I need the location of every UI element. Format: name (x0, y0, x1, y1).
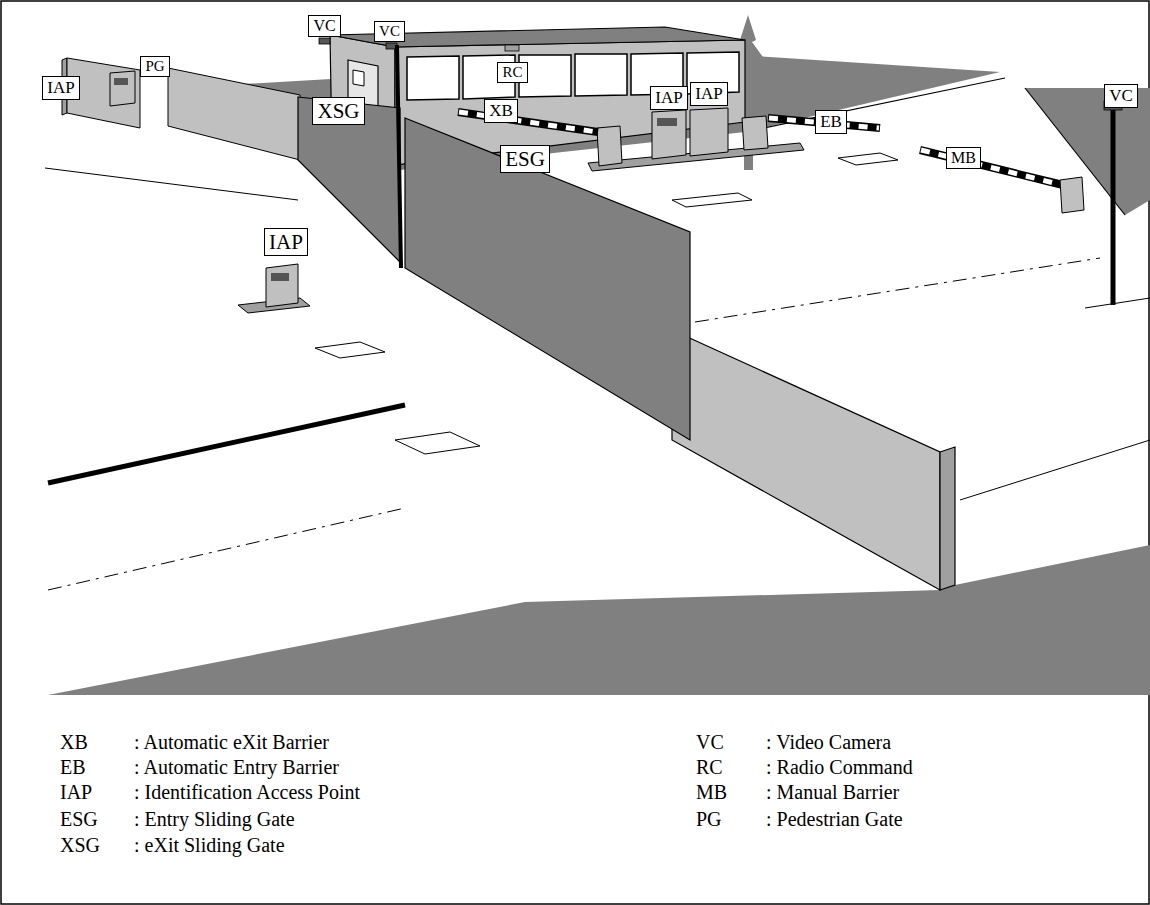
callout-box: IAP (650, 86, 688, 110)
camera-pole (397, 45, 401, 268)
front-ground (48, 545, 1150, 695)
callout-box: VC (374, 21, 405, 42)
callout-box: IAP (264, 228, 308, 256)
barrier-housing (597, 126, 622, 166)
key-abbreviation: RC (696, 756, 723, 779)
callout-box: MB (946, 147, 981, 169)
callout-box: PG (140, 56, 170, 77)
barrier-arm (920, 150, 1063, 185)
wall (672, 330, 940, 590)
callout-label: VC (313, 17, 336, 35)
barrier-arm (459, 112, 597, 132)
key-description: : Pedestrian Gate (766, 808, 903, 831)
callout-box: ESG (500, 145, 550, 173)
radio-antenna (505, 45, 519, 51)
callout-label: ESG (505, 147, 545, 171)
callout-label: IAP (269, 230, 303, 254)
window (407, 56, 459, 100)
key-description: : Video Camera (766, 731, 891, 754)
key-abbreviation: PG (696, 808, 722, 831)
barrier-housing (742, 116, 768, 150)
curb (1085, 298, 1150, 308)
barrier-arm (458, 112, 598, 132)
bay-marking (315, 342, 385, 358)
entry-sliding-gate (405, 118, 690, 440)
camera (319, 38, 330, 44)
curb (960, 440, 1150, 500)
callout-label: IAP (655, 88, 683, 108)
kiosk (690, 108, 728, 156)
callout-box: EB (815, 110, 847, 134)
callout-box: VC (308, 15, 341, 37)
wall-end (940, 447, 955, 590)
bay-marking (838, 153, 898, 165)
kiosk-screen (271, 273, 289, 281)
center-line (48, 508, 405, 590)
callout-box: XSG (312, 97, 365, 125)
kiosk-screen (114, 78, 128, 85)
key-description: : eXit Sliding Gate (134, 834, 285, 857)
key-abbreviation: XSG (60, 834, 100, 857)
camera-pole (1111, 110, 1116, 305)
key-description: : Identification Access Point (134, 781, 360, 804)
callout-label: XSG (317, 99, 360, 123)
callout-label: XB (489, 101, 513, 121)
callout-label: VC (1109, 86, 1133, 106)
key-description: : Automatic eXit Barrier (134, 731, 329, 754)
fence-panel (168, 68, 300, 160)
kiosk (110, 71, 135, 106)
callout-label: IAP (47, 78, 75, 98)
callout-box: VC (1104, 84, 1138, 108)
callout-label: IAP (695, 84, 723, 104)
key-description: : Manual Barrier (766, 781, 899, 804)
key-abbreviation: MB (696, 781, 727, 804)
key-description: : Entry Sliding Gate (134, 808, 295, 831)
barrier-arm (921, 150, 1062, 185)
kiosk-screen (657, 118, 677, 126)
callout-box: IAP (690, 82, 728, 106)
gate-rail (48, 405, 405, 483)
callout-box: IAP (42, 76, 80, 100)
key-abbreviation: ESG (60, 808, 98, 831)
callout-box: XB (484, 99, 518, 123)
sidewalk-edge (45, 168, 298, 200)
key-abbreviation: EB (60, 756, 86, 779)
key-description: : Radio Command (766, 756, 913, 779)
bay-marking (672, 193, 752, 207)
exit-sliding-gate (298, 97, 400, 262)
window (575, 54, 627, 96)
callout-label: RC (502, 64, 523, 81)
door-window (353, 70, 364, 86)
callout-label: VC (379, 23, 400, 40)
key-description: : Automatic Entry Barrier (134, 756, 339, 779)
center-line (695, 258, 1100, 322)
key-abbreviation: XB (60, 731, 88, 754)
kiosk (266, 264, 298, 307)
barrier-post (1060, 177, 1084, 213)
callout-label: MB (951, 149, 976, 167)
callout-box: RC (497, 62, 528, 83)
callout-label: PG (145, 58, 165, 75)
kiosk (652, 110, 686, 159)
key-abbreviation: VC (696, 731, 724, 754)
callout-label: EB (820, 112, 842, 132)
key-abbreviation: IAP (60, 781, 92, 804)
bay-marking (395, 432, 480, 454)
